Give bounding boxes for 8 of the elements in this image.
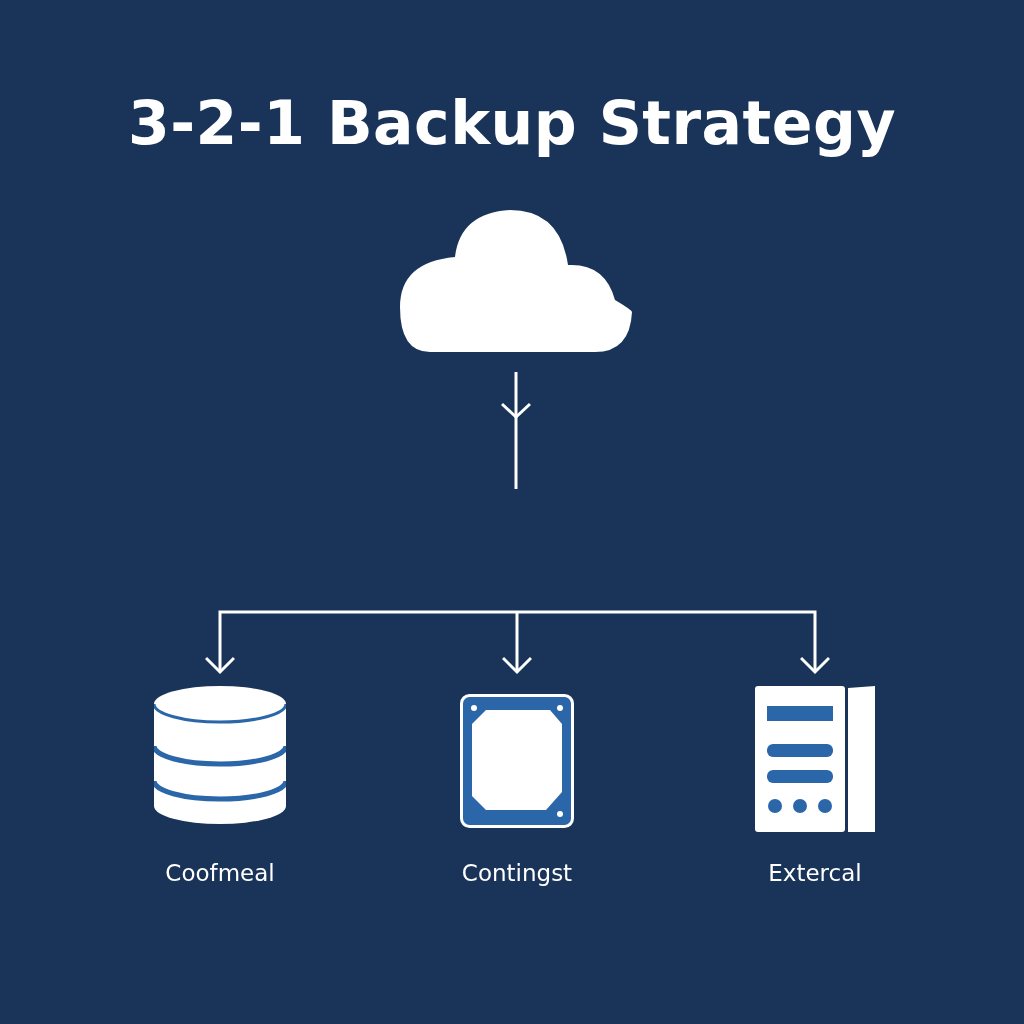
node-label: Contingst: [460, 860, 574, 886]
node-label: Extercal: [767, 860, 863, 886]
arrow: [501, 612, 533, 674]
node-label: Coofmeal: [164, 860, 276, 886]
arrow: [517, 610, 831, 674]
title: 3-2-1 Backup Strategy: [126, 88, 898, 158]
arrow: [204, 610, 517, 674]
arrow: [500, 372, 532, 489]
